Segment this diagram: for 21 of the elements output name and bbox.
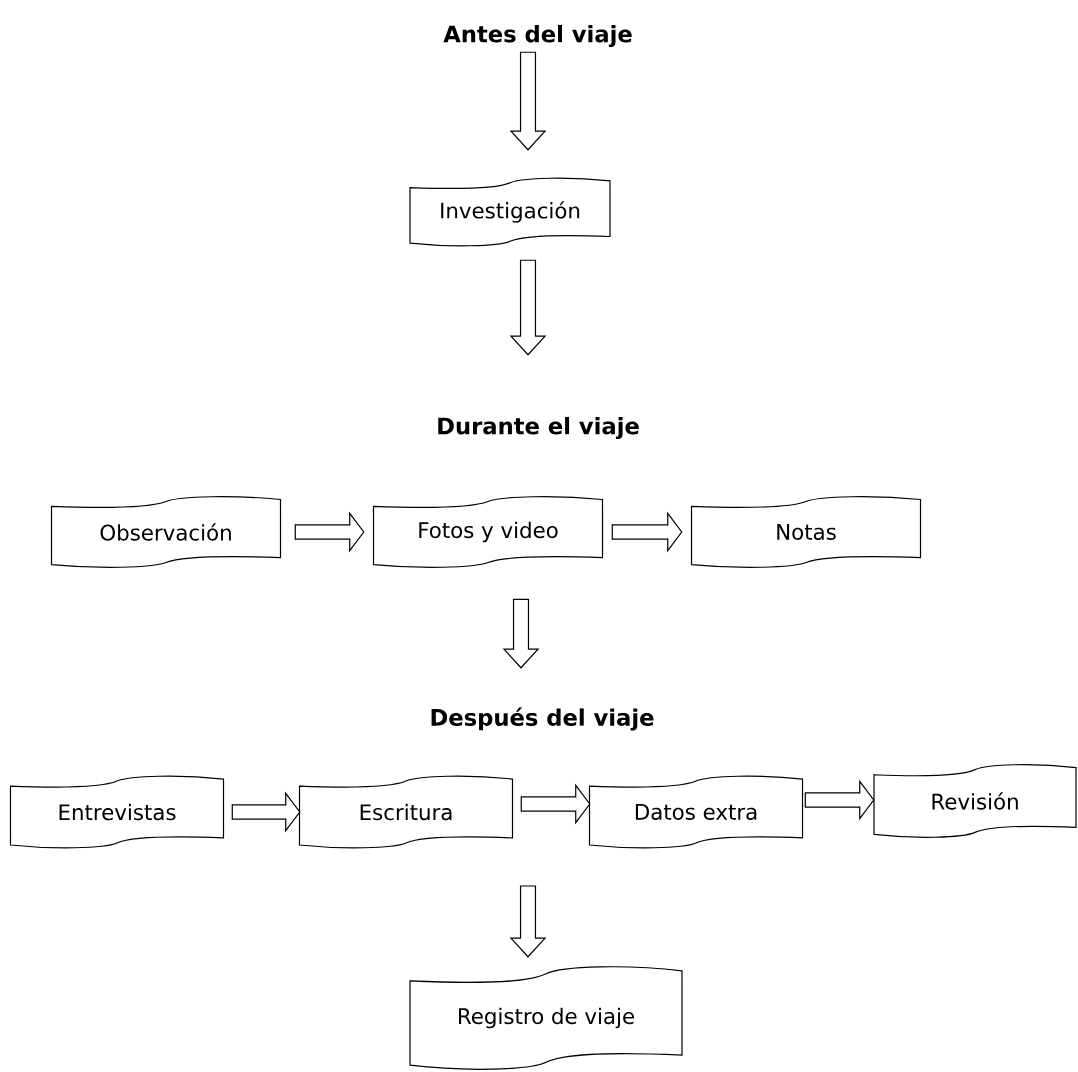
document-box: Investigación (409, 177, 611, 247)
block-arrow (294, 511, 365, 553)
document-box: Revisión (873, 764, 1077, 838)
document-box: Observación (50, 496, 282, 568)
block-arrow (509, 259, 547, 356)
block-arrow (509, 885, 547, 958)
block-arrow (231, 791, 301, 833)
heading: Después del viaje (431, 707, 654, 731)
block-arrow (520, 783, 591, 825)
block-arrow (611, 511, 683, 553)
block-arrow (502, 598, 540, 669)
heading: Durante el viaje (438, 416, 639, 440)
document-box: Entrevistas (9, 775, 225, 849)
document-box: Datos extra (588, 775, 804, 849)
document-box: Notas (690, 496, 922, 568)
block-arrow (804, 779, 875, 821)
heading: Antes del viaje (443, 24, 632, 48)
document-box: Registro de viaje (409, 966, 683, 1070)
document-box: Fotos y video (372, 496, 604, 568)
document-box: Escritura (298, 775, 514, 849)
block-arrow (509, 51, 547, 151)
